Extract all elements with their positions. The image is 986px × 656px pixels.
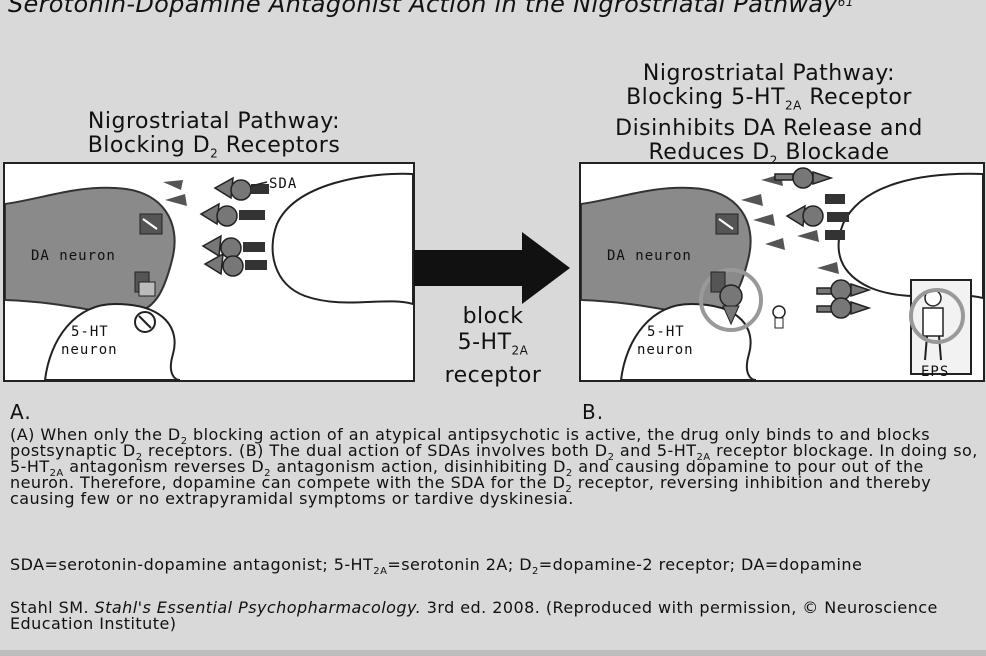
figure-title: Serotonin-Dopamine Antagonist Action in … [8, 0, 978, 18]
eps-reduced-circle [909, 288, 965, 344]
panel-a-diagram: SDA DA neuron 5-HT neuron [3, 162, 415, 382]
bottom-divider [0, 650, 986, 656]
caption-citation: Stahl SM. Stahl's Essential Psychopharma… [10, 598, 938, 633]
block-5ht2a-label: block 5-HT2A receptor [444, 304, 542, 389]
panel-a-letter: A. [10, 400, 32, 424]
5ht-neuron-label-line2: neuron [637, 342, 694, 358]
panel-b-diagram: EPS DA neuron 5-HT neuron [579, 162, 985, 382]
5ht-neuron-label-line2: neuron [61, 342, 118, 358]
sda-label: SDA [269, 176, 297, 192]
5ht-neuron-label-line1: 5-HT [71, 324, 109, 340]
reference-number: 61 [837, 0, 854, 9]
da-neuron-shape [5, 186, 176, 316]
postsynaptic-neuron-shape [271, 172, 413, 306]
panel-b-heading: Nigrostriatal Pathway: Blocking 5-HT2A R… [615, 61, 923, 168]
panel-b-letter: B. [582, 400, 605, 424]
da-neuron-label: DA neuron [607, 248, 692, 264]
da-neuron-label: DA neuron [31, 248, 116, 264]
panel-a-heading: Nigrostriatal Pathway: Blocking D2 Recep… [87, 109, 341, 161]
caption-description: (A) When only the D2 blocking action of … [10, 425, 978, 508]
transition-arrow [414, 232, 570, 304]
blocked-5ht2a-circle [699, 268, 763, 332]
eps-label: EPS [921, 364, 949, 380]
caption-abbreviations: SDA=serotonin-dopamine antagonist; 5-HT2… [10, 555, 863, 578]
5ht-neuron-label-line1: 5-HT [647, 324, 685, 340]
